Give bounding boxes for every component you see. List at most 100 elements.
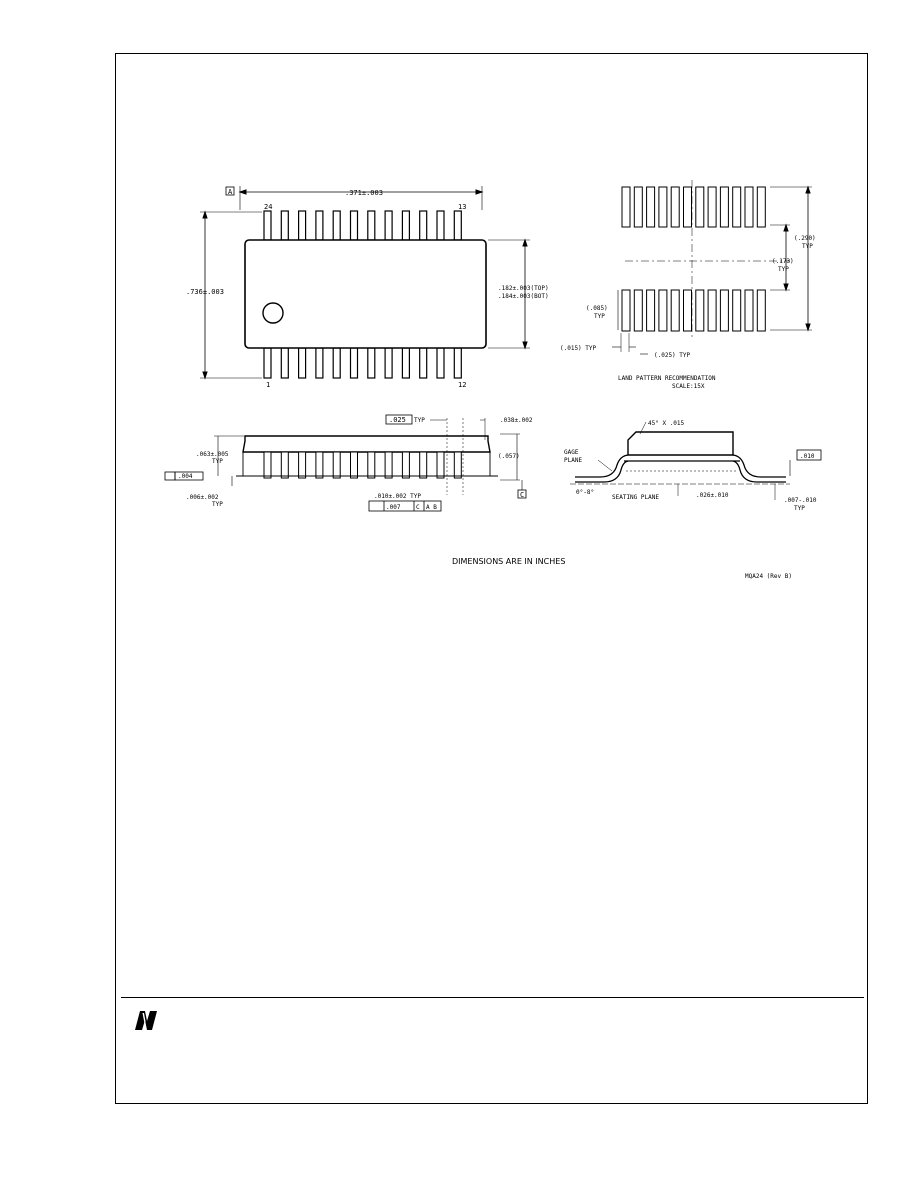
land-pad: [744, 186, 754, 228]
dim-063: .063±.005: [196, 451, 229, 458]
page-frame: [115, 53, 868, 1104]
tolerance-frame-value: .007: [386, 504, 401, 511]
angle-dim: 0°-8°: [576, 489, 594, 496]
side-view-lead: [419, 451, 428, 479]
land-pattern-upper-pads: [621, 186, 766, 228]
dim-007-typ: TYP: [794, 505, 805, 512]
dim-010: .010±.002 TYP: [374, 493, 421, 500]
seating-plane: SEATING PLANE: [612, 494, 659, 501]
dim-038: .038±.002: [500, 417, 533, 424]
land-pad: [683, 289, 692, 332]
land-pad: [695, 289, 705, 332]
land-pad: [744, 289, 754, 332]
side-view-lead: [315, 451, 324, 479]
side-view-body: [242, 435, 491, 453]
pitch-box-text: .025: [389, 416, 406, 424]
chamfer-dim: 45° X .015: [648, 420, 685, 427]
top-view-pin: [384, 210, 393, 241]
top-view-pin: [263, 347, 272, 379]
side-view-lead: [298, 451, 307, 479]
top-view-pin: [436, 347, 445, 379]
dim-body-bot: .184±.003(BOT): [498, 293, 549, 300]
gage-plane-2: PLANE: [564, 457, 582, 464]
pin1-marker: [262, 302, 284, 324]
land-pad: [695, 186, 705, 228]
dim-290-typ: TYP: [802, 243, 813, 250]
dim-width: .736±.003: [186, 288, 224, 296]
land-pad: [621, 289, 631, 332]
land-pad: [633, 289, 643, 332]
land-pattern-scale: SCALE:15X: [672, 383, 705, 390]
pin-13-label: 13: [458, 203, 466, 211]
dim-length: .371±.003: [345, 189, 383, 197]
land-pattern-lower-pads: [621, 289, 766, 332]
land-pad: [683, 186, 692, 228]
top-view-pin: [280, 210, 289, 241]
dim-057: (.057): [498, 453, 520, 460]
drawing-id: MQA24 (Rev B): [745, 573, 792, 580]
datum-ab-ref: A B: [426, 504, 437, 511]
pin-12-label: 12: [458, 381, 466, 389]
land-pad: [707, 186, 717, 228]
top-view-pin: [349, 347, 359, 379]
side-view-lead: [436, 451, 445, 479]
top-view-pin: [263, 210, 272, 241]
top-view-lower-pins: [263, 347, 462, 379]
land-pad: [756, 289, 766, 332]
side-view-leads: [263, 451, 462, 479]
dim-body-top: .182±.003(TOP): [498, 285, 549, 292]
datum-c-ref: C: [416, 504, 420, 511]
side-view-lead: [401, 451, 410, 479]
coplanarity-value: .004: [178, 473, 193, 480]
top-view-pin: [453, 347, 462, 379]
dim-010-box: .010: [800, 453, 815, 460]
land-pattern-view: [612, 180, 812, 355]
top-view-pin: [332, 210, 341, 241]
end-view: [570, 421, 822, 500]
top-view-pin: [298, 347, 307, 379]
pitch-typ: TYP: [414, 417, 425, 424]
land-pattern-caption: LAND PATTERN RECOMMENDATION: [618, 375, 716, 382]
dim-007: .007-.010: [784, 497, 817, 504]
side-view-lead: [367, 451, 376, 479]
dim-085-typ: TYP: [594, 313, 605, 320]
side-view-lead: [280, 451, 289, 479]
land-pad: [658, 186, 668, 228]
dim-025: (.025) TYP: [654, 352, 691, 359]
dim-173: (.173): [772, 258, 794, 265]
land-pad: [707, 289, 717, 332]
dim-290: (.290): [794, 235, 816, 242]
top-view: [200, 186, 530, 380]
top-view-pin: [315, 210, 324, 241]
side-view-lead: [263, 451, 272, 479]
pin-24-label: 24: [264, 203, 272, 211]
national-semiconductor-logo-icon: [135, 1011, 157, 1030]
dim-085: (.085): [586, 305, 608, 312]
top-view-pin: [367, 347, 376, 379]
side-view-lead: [384, 451, 393, 479]
land-pad: [732, 289, 742, 332]
top-view-upper-pins: [263, 210, 462, 241]
top-view-pin: [436, 210, 445, 241]
land-pad: [646, 186, 656, 228]
dim-006: .006±.002: [186, 494, 219, 501]
land-pad: [633, 186, 643, 228]
land-pad: [670, 186, 680, 228]
datum-a-label: A: [228, 188, 233, 196]
top-view-pin: [349, 210, 359, 241]
dim-173-typ: TYP: [778, 266, 789, 273]
side-view-lead: [332, 451, 341, 479]
top-view-pin: [401, 347, 410, 379]
land-pad: [621, 186, 631, 228]
top-view-pin: [332, 347, 341, 379]
land-pad: [646, 289, 656, 332]
dim-063-typ: TYP: [212, 458, 223, 465]
top-view-body: [244, 239, 487, 349]
land-pad: [719, 186, 729, 228]
land-pad: [756, 186, 766, 228]
end-view-body: [627, 431, 734, 456]
land-pad: [719, 289, 729, 332]
footer-divider: [121, 997, 864, 998]
gage-plane-1: GAGE: [564, 449, 579, 456]
